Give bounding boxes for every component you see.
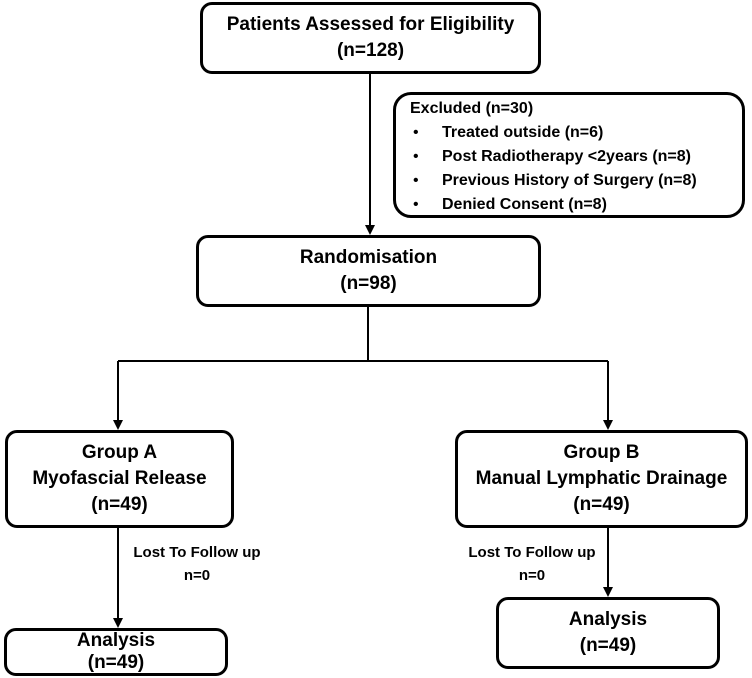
group-a-lost-to-follow-up: Lost To Follow up n=0 [120, 541, 274, 587]
group-b-box: Group B Manual Lymphatic Drainage (n=49) [455, 430, 748, 528]
excluded-item: Denied Consent (n=8) [410, 193, 697, 217]
excluded-list: Treated outside (n=6) Post Radiotherapy … [410, 121, 697, 217]
group-a-lost-count: n=0 [183, 567, 211, 584]
group-b-analysis-box: Analysis (n=49) [496, 597, 720, 669]
excluded-item: Post Radiotherapy <2years (n=8) [410, 145, 697, 169]
group-a-lost-label: Lost To Follow up [133, 544, 261, 561]
eligibility-count: (n=128) [336, 40, 405, 61]
randomisation-box: Randomisation (n=98) [196, 235, 541, 307]
group-b-lost-label: Lost To Follow up [468, 544, 596, 561]
group-b-analysis-title: Analysis [568, 609, 648, 630]
group-b-count: (n=49) [573, 494, 630, 515]
group-b-lost-count: n=0 [518, 567, 546, 584]
group-a-analysis-count: (n=49) [87, 652, 145, 673]
group-b-intervention: Manual Lymphatic Drainage [475, 468, 728, 489]
excluded-title: Excluded (n=30) [410, 100, 534, 117]
excluded-item: Previous History of Surgery (n=8) [410, 169, 697, 193]
excluded-box: Excluded (n=30) Treated outside (n=6) Po… [393, 92, 745, 218]
group-a-title: Group A [81, 442, 158, 463]
group-b-title: Group B [563, 442, 640, 463]
group-a-analysis-title: Analysis [76, 630, 156, 651]
randomisation-title: Randomisation [299, 247, 438, 268]
group-a-intervention: Myofascial Release [32, 468, 207, 489]
randomisation-count: (n=98) [340, 273, 397, 294]
group-a-count: (n=49) [91, 494, 148, 515]
group-b-lost-to-follow-up: Lost To Follow up n=0 [455, 541, 609, 587]
eligibility-box: Patients Assessed for Eligibility (n=128… [200, 2, 541, 74]
eligibility-title: Patients Assessed for Eligibility [226, 14, 515, 35]
group-a-box: Group A Myofascial Release (n=49) [5, 430, 234, 528]
group-a-analysis-box: Analysis (n=49) [4, 628, 228, 676]
excluded-item: Treated outside (n=6) [410, 121, 697, 145]
group-b-analysis-count: (n=49) [579, 635, 637, 656]
